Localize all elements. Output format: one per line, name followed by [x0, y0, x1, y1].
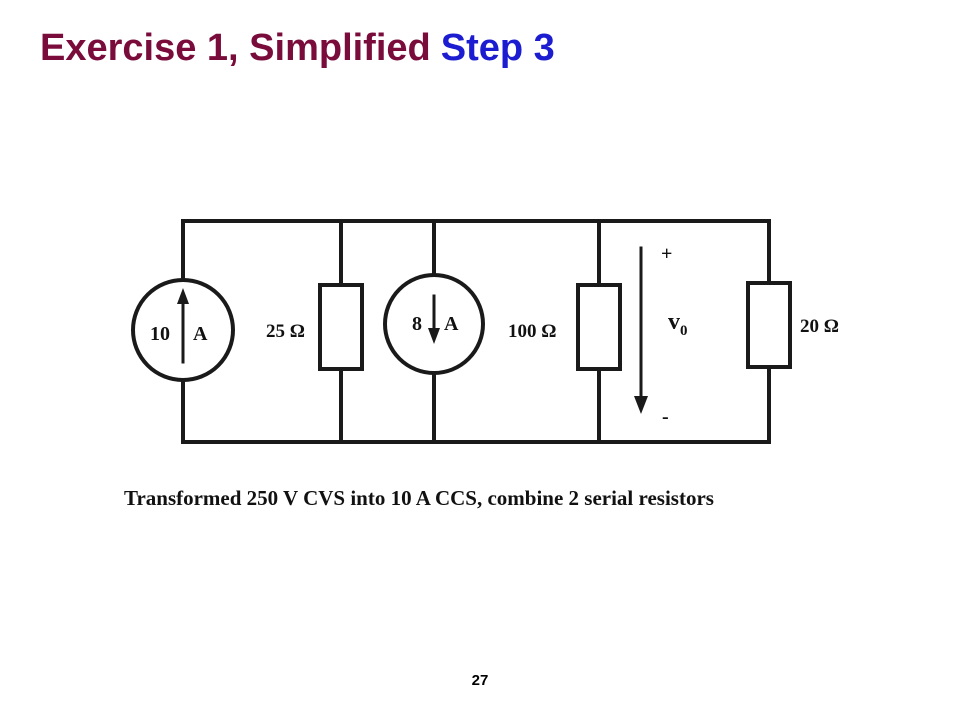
voltage-plus: +	[661, 243, 672, 265]
resistor3-label: 20 Ω	[800, 316, 839, 337]
resistor-20-ohm	[746, 281, 792, 369]
current-source-10a	[131, 278, 235, 382]
voltage-arrow-head	[634, 396, 648, 414]
page-number: 27	[471, 672, 489, 689]
title-text: Exercise 1, Simplified	[40, 27, 431, 69]
source1-unit: A	[193, 323, 208, 345]
diagram-caption: Transformed 250 V CVS into 10 A CCS, com…	[124, 486, 714, 510]
resistor2-label: 100 Ω	[508, 321, 556, 342]
resistor-25-ohm	[318, 283, 364, 371]
resistor1-label: 25 Ω	[266, 321, 305, 342]
resistor-100-ohm	[576, 283, 622, 371]
voltage-minus: -	[662, 406, 669, 428]
voltage-symbol: v	[668, 309, 680, 335]
source2-arrow-head	[428, 328, 440, 344]
source2-value: 8	[412, 313, 422, 335]
source1-arrow-head	[177, 288, 189, 304]
voltage-label: v0	[668, 309, 688, 339]
source1-value: 10	[150, 323, 170, 345]
step-text: Step 3	[440, 27, 555, 69]
source2-unit: A	[444, 313, 459, 335]
current-source-8a	[383, 273, 485, 375]
voltage-subscript: 0	[680, 323, 688, 339]
